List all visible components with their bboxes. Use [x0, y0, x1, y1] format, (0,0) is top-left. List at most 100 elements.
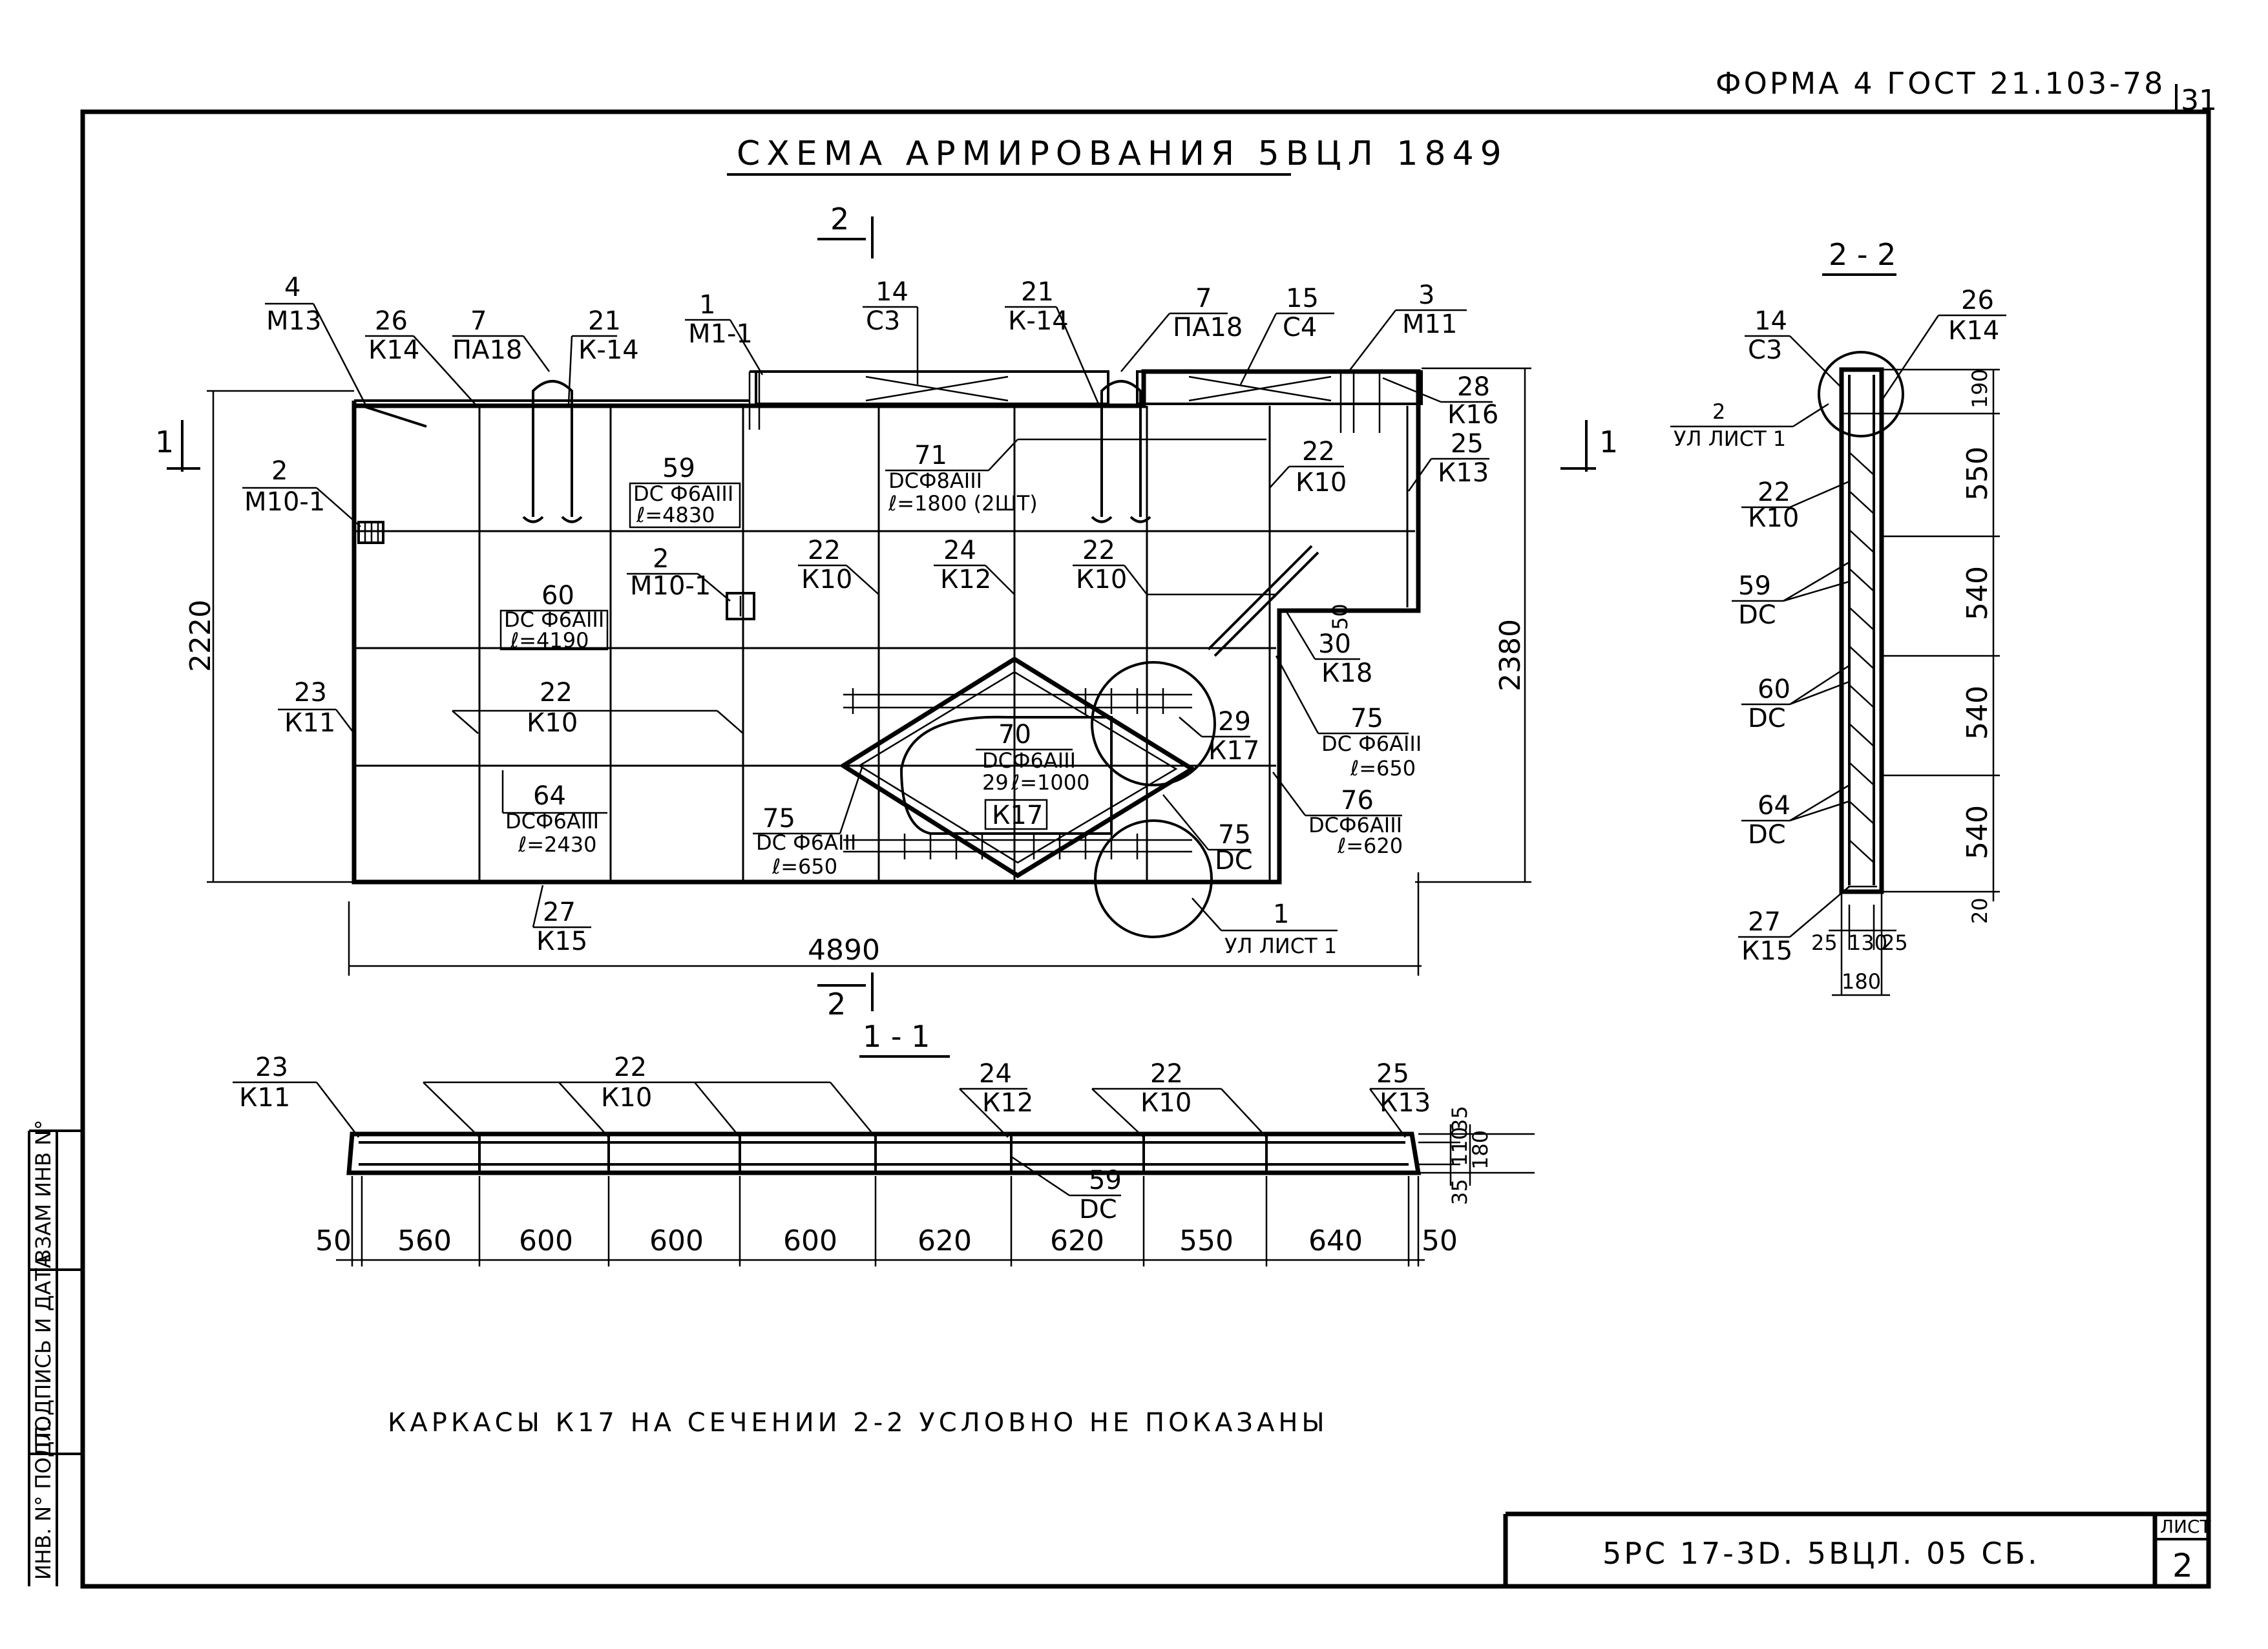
callout-num: 4 — [284, 273, 300, 302]
side-col-vzam: ВЗАМ ИНВ N° — [31, 1120, 56, 1263]
dim-2-2: 540 — [1961, 686, 1994, 740]
callout-num: 7 — [470, 306, 487, 336]
drawing-note: КАРКАСЫ К17 НА СЕЧЕНИИ 2-2 УСЛОВНО НЕ ПО… — [388, 1408, 1328, 1438]
dim-1-1-side: 35 — [1447, 1179, 1472, 1205]
stamp-code: 5РС 17-3D. 5ВЦЛ. 05 СБ. — [1602, 1536, 2040, 1571]
s22-code: DС — [1748, 820, 1786, 850]
drawing-title: СХЕМА АРМИРОВАНИЯ 5ВЦЛ 1849 — [737, 134, 1508, 173]
dim-1-1: 600 — [783, 1224, 837, 1257]
callout-code: DСФ6АIII — [1308, 813, 1402, 837]
callout-num: 28 — [1457, 372, 1490, 402]
s11-num: 22 — [614, 1053, 647, 1082]
callout-num: 71 — [914, 441, 947, 470]
callout-code: ПА18 — [1173, 313, 1243, 342]
callout-code: К10 — [801, 565, 852, 594]
callout-len: ℓ=620 — [1337, 834, 1403, 858]
callout-code: К14 — [368, 335, 419, 365]
dim-1-1: 620 — [918, 1224, 972, 1257]
s11-num: 59 — [1089, 1166, 1122, 1195]
callout-code: К-14 — [578, 335, 639, 365]
side-columns: ИНВ. N° ПОДЛ. ПОДПИСЬ И ДАТА ВЗАМ ИНВ N° — [28, 1120, 83, 1586]
dim-2-2: 540 — [1961, 805, 1994, 859]
section-mark-1-left: 1 — [155, 425, 174, 459]
callout-num: 27 — [543, 898, 576, 927]
dim-1-1-side: 35 — [1447, 1106, 1472, 1132]
callout-code: К17 — [1208, 736, 1259, 766]
s22-code: DС — [1738, 600, 1776, 630]
s22-code: К10 — [1748, 503, 1799, 533]
callout-num: 24 — [943, 536, 976, 565]
callout-code: К18 — [1321, 658, 1372, 688]
s22-code: УЛ ЛИСТ 1 — [1674, 426, 1786, 451]
panel-elevation — [352, 369, 1423, 938]
stamp-sheet-number: 2 — [2172, 1547, 2193, 1584]
dim-1-1: 620 — [1050, 1224, 1104, 1257]
dim-1-1: 600 — [649, 1224, 704, 1257]
callout-code: М10-1 — [630, 571, 711, 601]
section-2-2-title: 2 - 2 — [1829, 237, 1896, 272]
callout-code: М1-1 — [688, 319, 753, 349]
callout-code: DСФ6АIII — [982, 748, 1076, 773]
s22-num: 22 — [1758, 478, 1790, 507]
callout-code: DС Ф6АIII — [1321, 731, 1422, 756]
dim-2-2: 20 — [1968, 898, 1992, 924]
s11-code: DС — [1079, 1195, 1117, 1224]
section-1-1: 1 - 1 50 560 600 600 600 620 620 550 640 — [233, 1019, 1535, 1266]
dim-1-1-side: 180 — [1468, 1130, 1493, 1170]
section-marks: 2 2 1 1 — [155, 202, 1618, 1022]
callout-num: 60 — [541, 581, 574, 611]
section-2-2: 2 - 2 190 550 540 540 540 20 — [1670, 237, 2006, 996]
dim-2-2-total: 180 — [1842, 969, 1881, 994]
callout-num: 22 — [540, 678, 572, 708]
callout-num: 64 — [533, 781, 566, 811]
s22-num: 26 — [1961, 286, 1994, 315]
dim-1-1-side: 110 — [1447, 1127, 1472, 1166]
dim-2-2-bottom: 25 — [1811, 930, 1838, 955]
callout-code: К10 — [527, 708, 578, 738]
callout-code: К10 — [1296, 468, 1347, 498]
dim-1-1: 50 — [1422, 1224, 1458, 1257]
callout-code: С3 — [866, 306, 900, 336]
callout-num: 2 — [653, 544, 669, 574]
callout-num: 29 — [982, 770, 1009, 795]
s22-num: 2 — [1712, 399, 1725, 424]
callout-code: К11 — [284, 708, 335, 738]
callout-num: 21 — [588, 306, 621, 336]
s11-num: 22 — [1150, 1059, 1183, 1089]
dim-2-2-bottom: 130 — [1848, 930, 1887, 955]
dim-height-left: 2220 — [184, 600, 217, 672]
callout-num: 76 — [1341, 786, 1374, 815]
callout-num: 30 — [1318, 629, 1351, 659]
callout-len: ℓ=650 — [772, 854, 837, 879]
callout-num: 7 — [1195, 284, 1212, 313]
callout-num: 21 — [1021, 277, 1054, 307]
s22-code: DС — [1748, 704, 1786, 733]
callout-num: 1 — [1273, 899, 1289, 929]
dim-1-1: 640 — [1308, 1224, 1363, 1257]
elevation-callouts: 4 М13 26 К14 7 ПА18 21 К-14 1 М1-1 14 С3… — [242, 273, 1498, 958]
dim-length: 4890 — [808, 934, 880, 967]
callout-len: ℓ=1800 (2ШТ) — [888, 491, 1038, 516]
callout-len: ℓ=2430 — [518, 832, 596, 857]
callout-num: 75 — [1350, 704, 1383, 733]
s11-num: 24 — [979, 1059, 1012, 1089]
sheet-frame — [80, 109, 2211, 1589]
dim-1-1: 50 — [315, 1224, 352, 1257]
dim-1-1: 560 — [397, 1224, 452, 1257]
callout-len: ℓ=1000 — [1011, 770, 1089, 795]
callout-num: 14 — [876, 277, 908, 307]
callout-num: 23 — [294, 678, 327, 708]
callout-len: ℓ=4830 — [636, 503, 715, 527]
callout-code: М11 — [1402, 310, 1457, 339]
s22-num: 27 — [1748, 907, 1781, 937]
callout-code: К12 — [940, 565, 991, 594]
dim-1-1: 550 — [1179, 1224, 1234, 1257]
s22-code: С3 — [1748, 335, 1782, 365]
section-mark-2-bottom: 2 — [827, 987, 846, 1022]
callout-code: К13 — [1438, 458, 1489, 488]
dim-2-2-bottom: 25 — [1882, 930, 1908, 955]
s22-num: 60 — [1758, 675, 1790, 704]
callout-num: 22 — [1082, 536, 1115, 565]
dim-height-right: 2380 — [1494, 619, 1527, 691]
